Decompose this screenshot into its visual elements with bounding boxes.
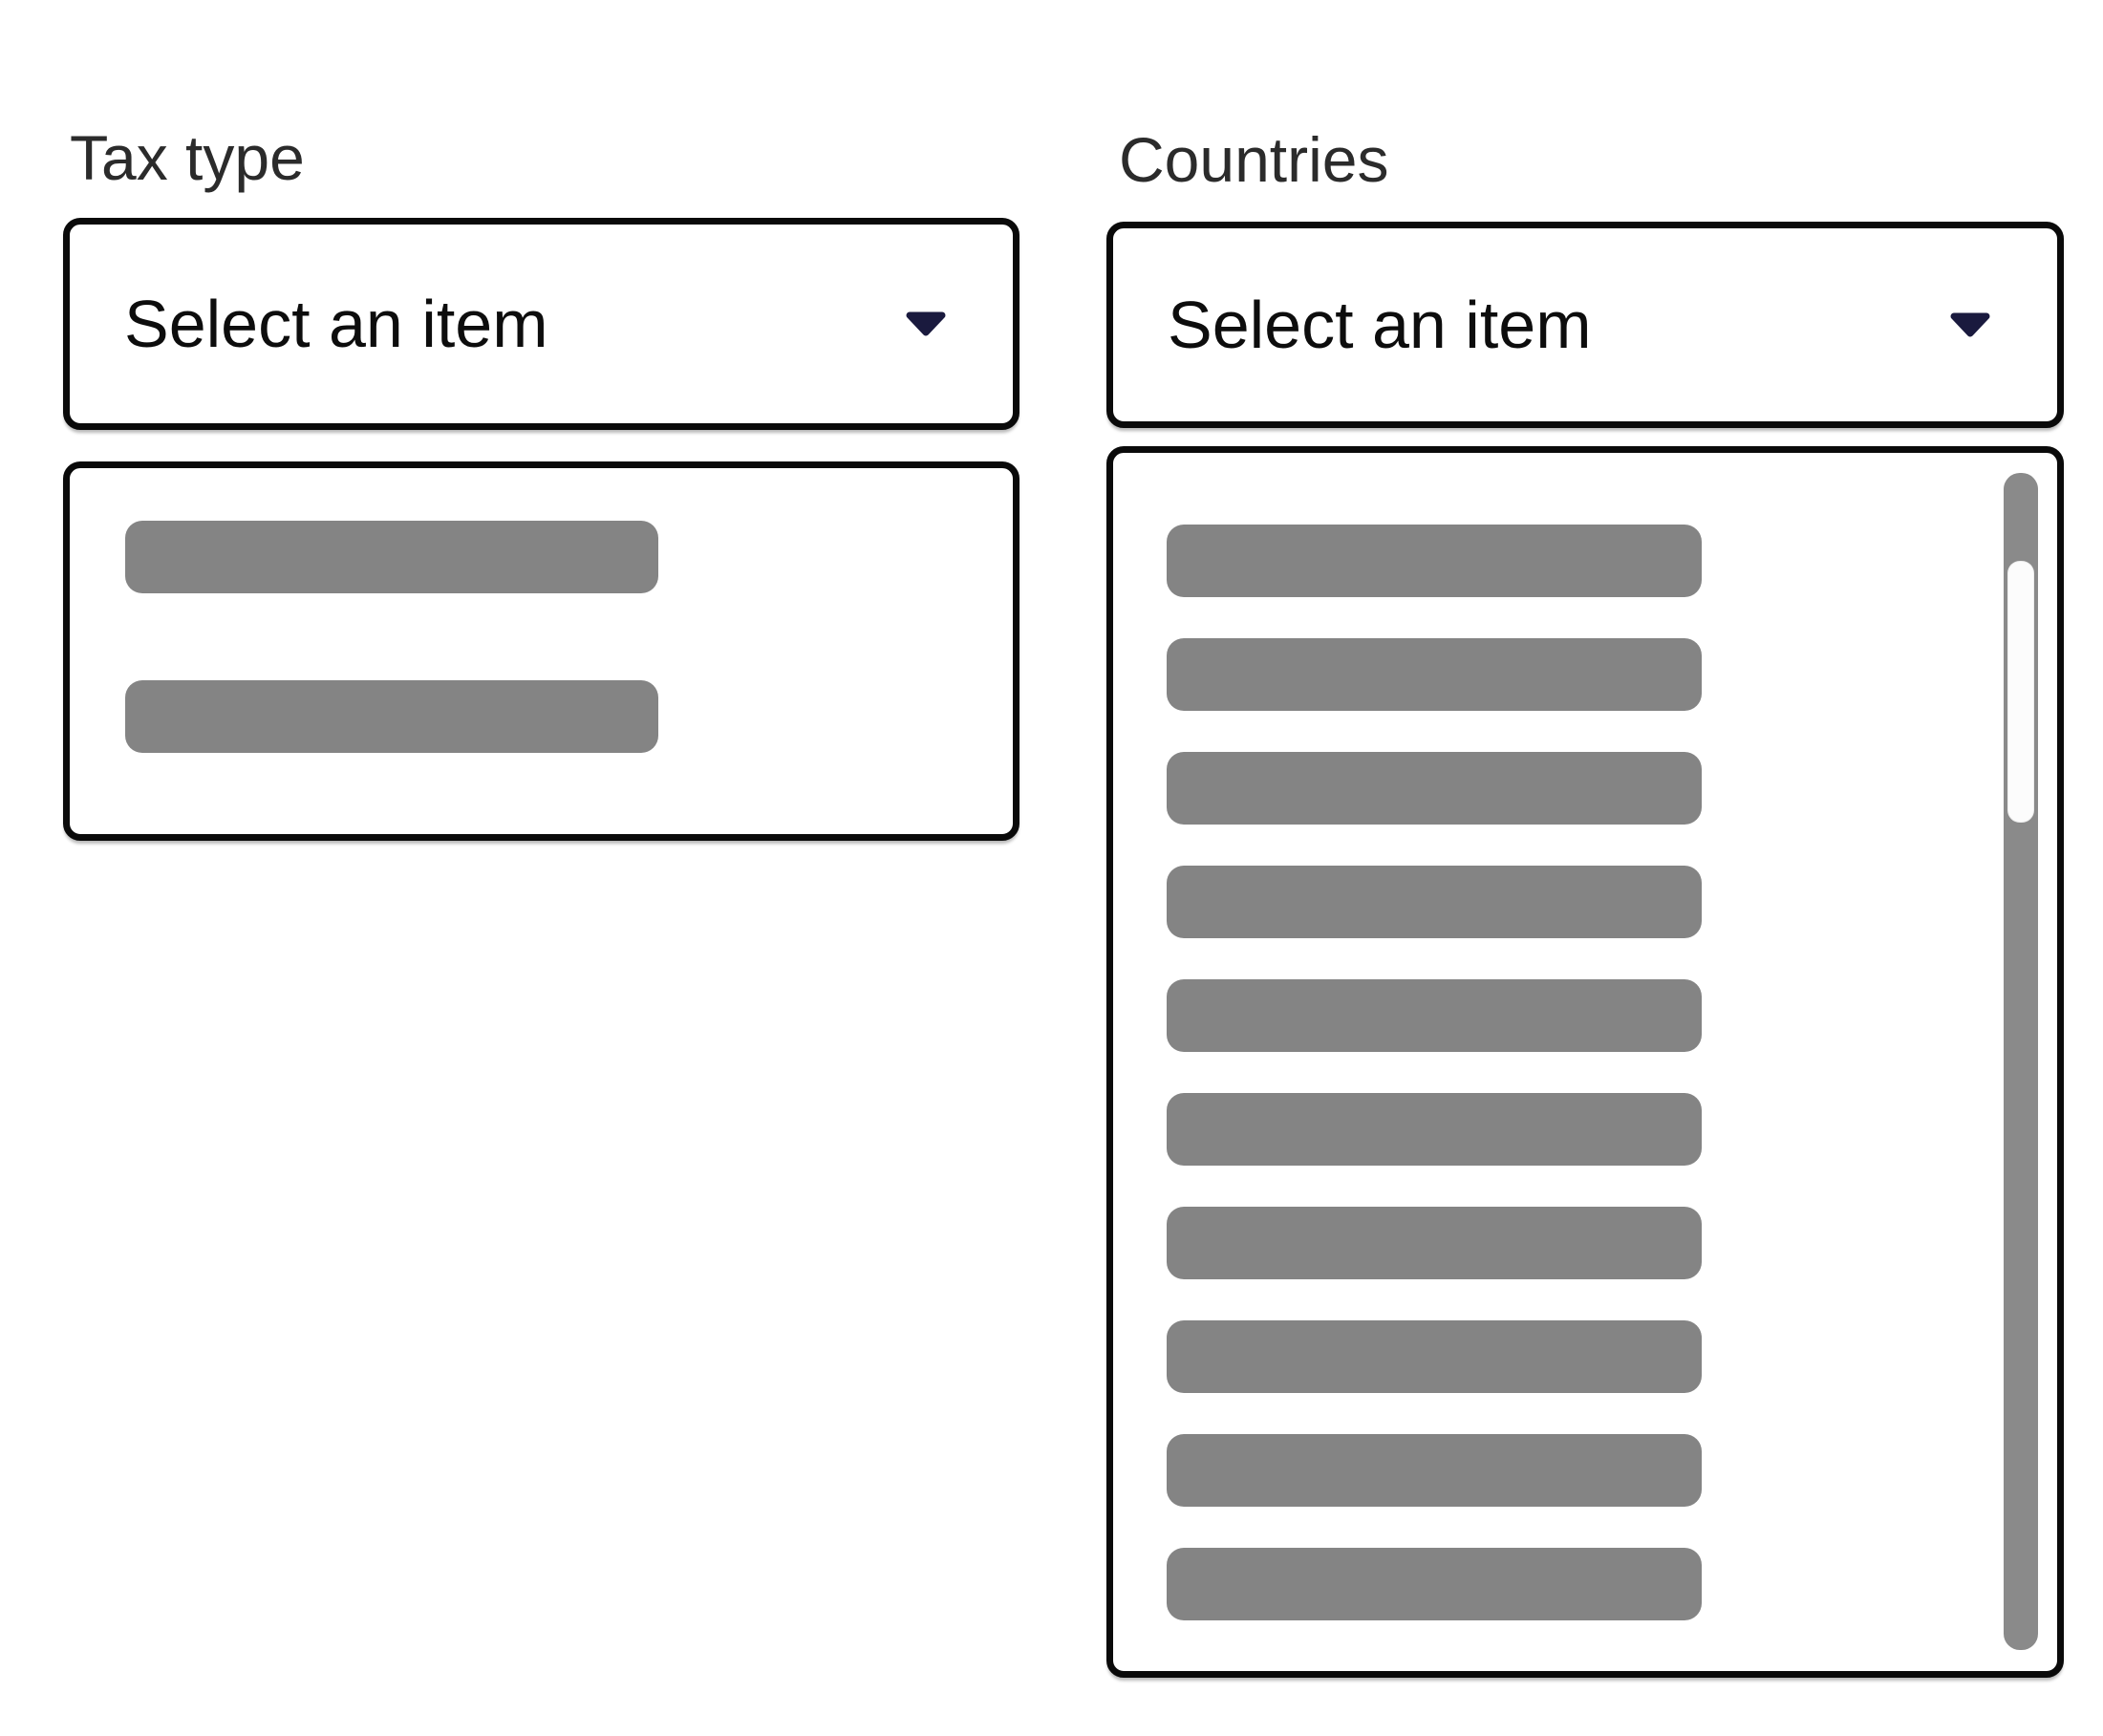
list-item-placeholder[interactable] xyxy=(1167,752,1702,825)
vertical-scrollbar[interactable] xyxy=(2004,473,2038,1650)
list-item-placeholder[interactable] xyxy=(1167,1320,1702,1393)
countries-options-list[interactable] xyxy=(1106,446,2064,1678)
tax-type-dropdown[interactable]: Select an item xyxy=(63,218,1019,430)
countries-dropdown-value: Select an item xyxy=(1168,288,1592,362)
list-item-placeholder[interactable] xyxy=(1167,638,1702,711)
tax-type-dropdown-value: Select an item xyxy=(124,287,548,361)
list-item-placeholder[interactable] xyxy=(1167,1434,1702,1507)
list-item-placeholder[interactable] xyxy=(1167,525,1702,597)
chevron-down-icon xyxy=(906,311,946,336)
list-item-placeholder[interactable] xyxy=(125,680,658,753)
countries-label: Countries xyxy=(1119,124,1389,195)
tax-type-label: Tax type xyxy=(70,122,305,193)
chevron-down-icon xyxy=(1950,312,1990,337)
countries-dropdown[interactable]: Select an item xyxy=(1106,222,2064,428)
list-item-placeholder[interactable] xyxy=(1167,979,1702,1052)
list-item-placeholder[interactable] xyxy=(125,521,658,593)
tax-type-options-list[interactable] xyxy=(63,461,1019,841)
scrollbar-thumb[interactable] xyxy=(2007,561,2034,823)
list-item-placeholder[interactable] xyxy=(1167,1548,1702,1620)
list-item-placeholder[interactable] xyxy=(1167,1207,1702,1279)
list-item-placeholder[interactable] xyxy=(1167,866,1702,938)
list-item-placeholder[interactable] xyxy=(1167,1093,1702,1166)
